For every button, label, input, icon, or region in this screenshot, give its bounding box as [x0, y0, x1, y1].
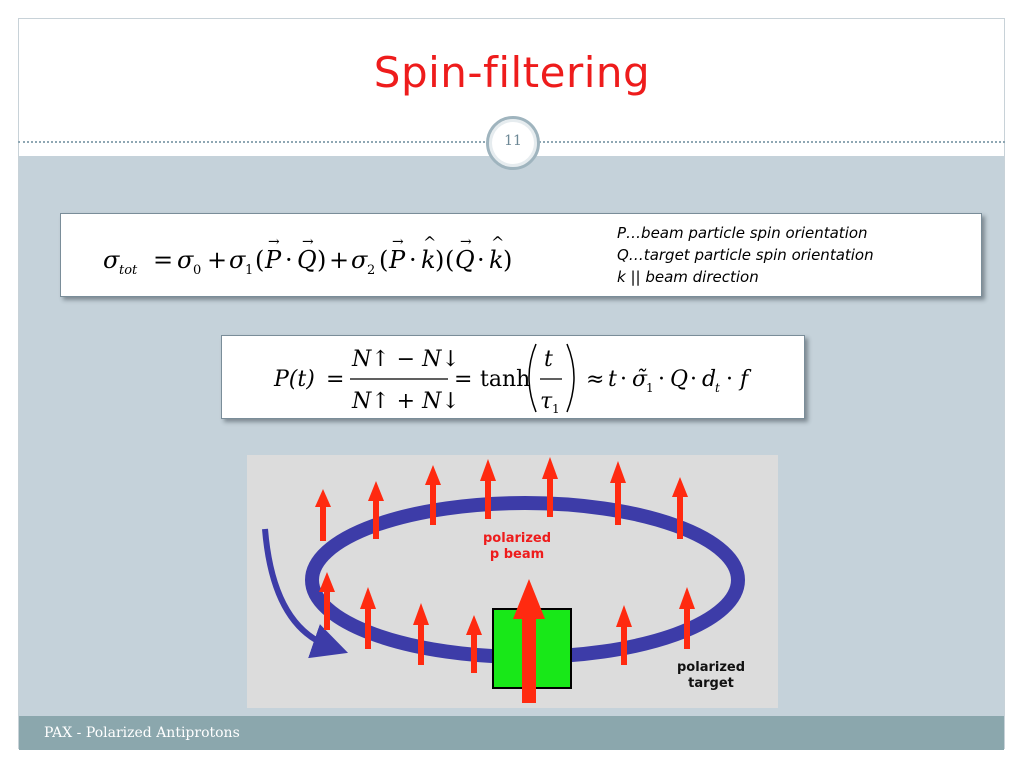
polarization-box: P(t) = N↑ − N↓ N↑ + N↓ = tanh t τ 1 ≈ t …	[221, 335, 805, 419]
sigma-1: σ	[229, 246, 246, 274]
spin-arrow-4	[480, 459, 496, 519]
target-label: polarized target	[677, 660, 746, 691]
equals-1: =	[326, 367, 344, 392]
sigma-tot: σ	[103, 246, 120, 274]
dot-b: ·	[658, 367, 665, 392]
spin-arrow-11	[466, 615, 482, 673]
sub-2: 2	[367, 263, 375, 278]
beam-arrow-shaft	[522, 603, 536, 703]
cross-section-box: σ tot = σ 0 + σ 1 ( P → · Q → ) + σ 2 ( …	[60, 213, 982, 297]
beam-arrow-head	[513, 579, 545, 619]
k-2: k	[489, 246, 504, 274]
P-of-t: P(t)	[273, 367, 315, 392]
ring-illustration	[262, 457, 745, 703]
slide-title: Spin-filtering	[373, 48, 651, 97]
vec-Q-1: →	[302, 234, 314, 250]
vec-Q-2: →	[460, 234, 472, 250]
P-1: P	[264, 246, 282, 274]
tau: τ	[540, 389, 553, 414]
beam-label: polarized p beam	[483, 531, 552, 562]
footer-text: PAX - Polarized Antiprotons	[44, 725, 240, 741]
dot-2: ·	[409, 246, 417, 274]
spin-arrow-6	[610, 461, 626, 525]
lparen-1: (	[255, 246, 264, 274]
sigma-sub: 1	[646, 381, 654, 395]
rparen-1: )	[317, 246, 326, 274]
dot-1: ·	[285, 246, 293, 274]
denominator: N↑ + N↓	[351, 389, 460, 414]
sigma-tilde: σ̃	[632, 367, 648, 392]
cross-section-formula: σ tot = σ 0 + σ 1 ( P → · Q → ) + σ 2 ( …	[103, 233, 512, 278]
d: d	[702, 367, 716, 392]
hat-k-2: ^	[491, 233, 504, 252]
plus-2: +	[329, 246, 349, 274]
page-number-badge: 11	[486, 116, 540, 170]
circulation-arrow	[262, 528, 349, 659]
spin-arrow-8	[319, 572, 335, 630]
hat-k-1: ^	[423, 233, 436, 252]
definition-k: k || beam direction	[617, 268, 759, 286]
big-rparen	[566, 343, 575, 413]
P-2: P	[388, 246, 406, 274]
Q-1: Q	[297, 246, 317, 274]
lparen-3: (	[445, 246, 454, 274]
spin-arrows	[315, 457, 695, 673]
lparen-2: (	[379, 246, 388, 274]
footer-bar: PAX - Polarized Antiprotons	[19, 716, 1004, 750]
spin-arrow-10	[413, 603, 429, 665]
definitions-list: P…beam particle spin orientation Q…targe…	[617, 222, 874, 288]
rparen-2: )	[435, 246, 444, 274]
dot-3: ·	[477, 246, 485, 274]
sub-0: 0	[193, 263, 201, 278]
spin-arrow-12	[616, 605, 632, 665]
rhs-t: t	[608, 367, 617, 392]
Q: Q	[670, 367, 688, 392]
dot-a: ·	[620, 367, 627, 392]
spin-arrow-7	[672, 477, 688, 539]
equals-2: =	[454, 367, 472, 392]
k-1: k	[421, 246, 436, 274]
sub-tot: tot	[119, 263, 138, 278]
f: f	[738, 367, 752, 392]
spin-arrow-9	[360, 587, 376, 649]
approx: ≈	[586, 367, 604, 392]
big-lparen	[528, 343, 537, 413]
equals: =	[153, 246, 173, 274]
sigma-2: σ	[351, 246, 368, 274]
page-number: 11	[504, 133, 522, 149]
tau-sub: 1	[552, 402, 560, 416]
numerator: N↑ − N↓	[351, 347, 460, 372]
spin-arrow-13	[679, 587, 695, 649]
plus-1: +	[207, 246, 227, 274]
tanh: tanh	[480, 367, 530, 392]
definition-Q: Q…target particle spin orientation	[617, 246, 874, 264]
rparen-3: )	[503, 246, 512, 274]
polarization-formula: P(t) = N↑ − N↓ N↑ + N↓ = tanh t τ 1 ≈ t …	[273, 343, 752, 416]
dot-c: ·	[690, 367, 697, 392]
frac-t: t	[544, 347, 553, 372]
storage-ring-diagram: polarized p beam polarized target	[247, 455, 778, 708]
spin-arrow-3	[425, 465, 441, 525]
vec-P-1: →	[268, 234, 280, 250]
spin-arrow-2	[368, 481, 384, 539]
sigma-0: σ	[177, 246, 194, 274]
d-sub: t	[715, 381, 720, 395]
vec-P-2: →	[392, 234, 404, 250]
spin-arrow-1	[315, 489, 331, 541]
spin-arrow-5	[542, 457, 558, 517]
definition-P: P…beam particle spin orientation	[617, 224, 868, 242]
dot-d: ·	[726, 367, 733, 392]
Q-2: Q	[455, 246, 475, 274]
sub-1: 1	[245, 263, 253, 278]
